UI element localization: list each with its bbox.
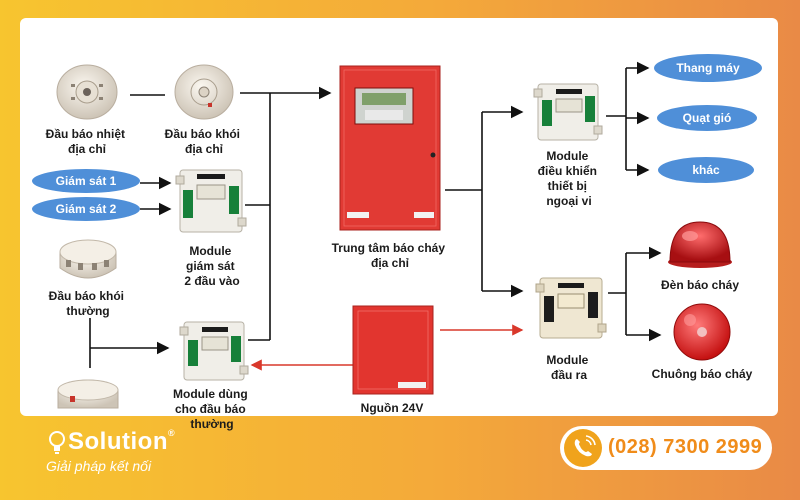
registered-mark: ®: [167, 428, 176, 438]
alarm-light-label: Đèn báo cháy: [661, 278, 739, 292]
control-panel-label: Trung tâm báo cháy địa chỉ: [332, 241, 449, 270]
conventional-smoke-detector-icon: [59, 239, 117, 279]
conventional-module-label-line1: Module dùng: [173, 387, 248, 401]
phone-number: (028) 7300 2999: [608, 436, 763, 458]
dual-input-module-icon: [175, 169, 247, 233]
control-module-label-line1: Module: [546, 149, 588, 163]
alarm-bell-icon: [673, 303, 731, 361]
power-lines: [250, 324, 524, 371]
other-pill: khác: [658, 157, 754, 183]
output-module-icon: [535, 277, 607, 339]
control-module-label-line2: điều khiển: [538, 164, 597, 178]
conventional-heat-detector-icon: [57, 379, 119, 409]
conventional-smoke-label-line2: thường: [66, 304, 109, 318]
control-panel-label-line1: Trung tâm báo cháy: [332, 241, 446, 255]
monitor-2-pill: Giám sát 2: [32, 197, 140, 221]
heat-detector-label-line1: Đầu báo nhiệt: [46, 127, 125, 141]
fan-label: Quạt gió: [683, 111, 732, 125]
phone-icon: [564, 429, 602, 467]
smoke-detector-label: Đầu báo khói địa chỉ: [165, 127, 244, 156]
heat-detector-label: Đầu báo nhiệt địa chỉ: [46, 127, 129, 156]
conventional-module-label-line2: cho đầu báo: [175, 402, 246, 416]
elevator-pill: Thang máy: [654, 54, 762, 82]
dual-input-module-label-line3: 2 đầu vào: [184, 274, 239, 288]
lightbulb-icon: [49, 431, 65, 454]
conventional-module-label-line3: thường: [190, 417, 233, 431]
conventional-module-label: Module dùng cho đầu báo thường: [173, 387, 251, 431]
control-panel-label-line2: địa chỉ: [371, 256, 410, 270]
heat-detector-icon: [56, 64, 118, 120]
power-supply-icon: [352, 305, 434, 395]
control-module-label: Module điều khiển thiết bị ngoại vi: [538, 149, 601, 208]
elevator-label: Thang máy: [676, 61, 740, 75]
dual-input-module-label-line2: giám sát: [186, 259, 235, 273]
heat-detector-label-line2: địa chỉ: [68, 142, 107, 156]
control-module-icon: [533, 83, 603, 141]
control-module-label-line4: ngoại vi: [546, 194, 591, 208]
dual-input-module-label-line1: Module: [189, 244, 231, 258]
conventional-module-icon: [179, 321, 249, 381]
other-label: khác: [692, 163, 720, 177]
alarm-bell-label: Chuông báo cháy: [652, 367, 753, 381]
dual-input-module-label: Module giám sát 2 đầu vào: [184, 244, 239, 288]
alarm-light-icon: [668, 221, 732, 268]
brand-logo: Solution® Giải pháp kết nối: [40, 428, 210, 478]
monitor-2-label: Giám sát 2: [56, 202, 117, 216]
control-panel-icon: [339, 65, 441, 231]
brand-name: Solution®: [68, 428, 175, 456]
phone-contact-button[interactable]: (028) 7300 2999: [560, 426, 772, 470]
conventional-smoke-label-line1: Đầu báo khói: [49, 289, 124, 303]
brand-name-text: Solution: [68, 428, 168, 455]
smoke-detector-icon: [174, 64, 234, 120]
smoke-detector-label-line2: địa chỉ: [185, 142, 224, 156]
monitor-1-pill: Giám sát 1: [32, 169, 140, 193]
fan-pill: Quạt gió: [657, 105, 757, 131]
control-module-label-line3: thiết bị: [548, 179, 587, 193]
connectors: [89, 61, 662, 368]
conventional-smoke-label: Đầu báo khói thường: [49, 289, 128, 318]
output-module-label: Module đầu ra: [546, 353, 591, 382]
brand-tagline: Giải pháp kết nối: [46, 458, 152, 474]
power-supply-label: Nguồn 24V: [361, 401, 424, 415]
smoke-detector-label-line1: Đầu báo khói: [165, 127, 240, 141]
output-module-label-line2: đầu ra: [551, 368, 587, 382]
monitor-1-label: Giám sát 1: [56, 174, 117, 188]
output-module-label-line1: Module: [546, 353, 588, 367]
